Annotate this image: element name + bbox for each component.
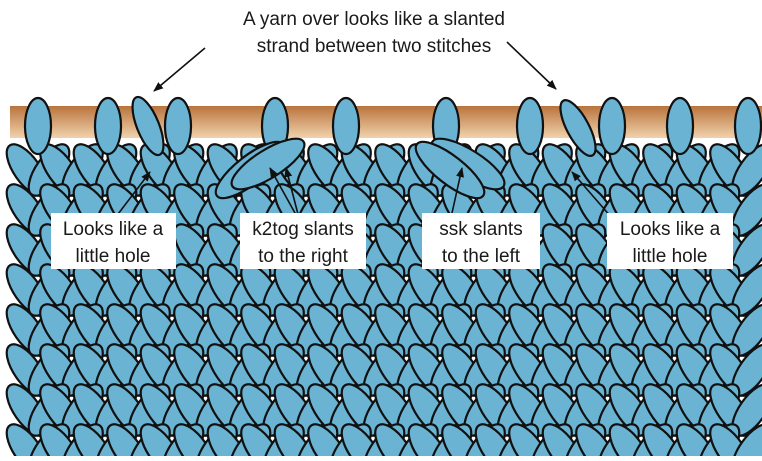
label-k2tog: k2tog slants to the right xyxy=(240,213,366,269)
yarn-over-left-arrow xyxy=(154,48,205,91)
label-k2tog-line-2: to the right xyxy=(258,246,348,267)
needle-stitch-loop xyxy=(165,98,191,154)
needle-stitch-loop xyxy=(735,98,761,154)
needle-stitch-loop xyxy=(333,98,359,154)
needle-stitch-loop xyxy=(95,98,121,154)
label-ssk-line-1: ssk slants xyxy=(439,219,522,240)
needle-stitch-loop xyxy=(517,98,543,154)
label-k2tog-line-1: k2tog slants xyxy=(252,219,353,240)
yarn-over-right-arrow xyxy=(507,42,556,89)
label-right-hole: Looks like a little hole xyxy=(607,213,733,269)
needle-stitch-loop xyxy=(25,98,51,154)
title-line-2: strand between two stitches xyxy=(257,36,491,57)
label-left-hole-line-2: little hole xyxy=(76,246,151,267)
label-right-hole-line-1: Looks like a xyxy=(620,219,721,240)
title-line-1: A yarn over looks like a slanted xyxy=(243,9,505,30)
label-left-hole: Looks like a little hole xyxy=(51,213,176,269)
label-left-hole-line-1: Looks like a xyxy=(63,219,164,240)
knitting-needle xyxy=(10,106,762,138)
title: A yarn over looks like a slanted strand … xyxy=(243,9,505,57)
label-ssk: ssk slants to the left xyxy=(422,213,540,269)
knit-fabric xyxy=(0,138,762,456)
label-right-hole-line-2: little hole xyxy=(633,246,708,267)
needle-stitch-loop xyxy=(599,98,625,154)
label-ssk-line-2: to the left xyxy=(442,246,521,267)
needle-stitch-loop xyxy=(667,98,693,154)
